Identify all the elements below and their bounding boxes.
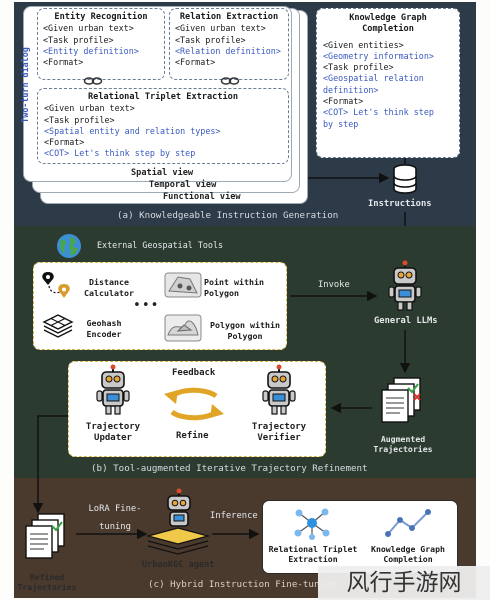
task-kg-completion-text: Knowledge Graph Completion — [371, 544, 445, 564]
feedback-label: Feedback — [172, 368, 216, 378]
refined-trajectories-text: Refined Trajectories — [17, 572, 77, 592]
trajectory-updater-text: Trajectory Updater — [85, 422, 141, 443]
kgc-line-8: by step — [323, 118, 359, 129]
lora-finetuning-label: LoRA Fine-tuning — [84, 500, 146, 536]
er-line-4: <Format> — [43, 57, 84, 68]
globe-icon — [57, 234, 81, 258]
relation-extraction-card: Relation Extraction <Given urban text> <… — [169, 8, 289, 80]
documents-stack-icon — [381, 377, 421, 423]
re-line-4: <Format> — [175, 57, 216, 68]
relation-extraction-title: Relation Extraction — [179, 12, 279, 22]
documents-stack-icon — [25, 513, 65, 559]
kgc-line-5: definition> — [323, 84, 379, 95]
kgc-line-4: <Geospatial relation — [323, 73, 424, 84]
graph-network-icon — [294, 508, 330, 540]
polygon-within-polygon-label: Polygon within Polygon — [210, 320, 280, 341]
entity-recognition-title: Entity Recognition — [54, 12, 148, 22]
triplet-extraction-card: Relational Triplet Extraction <Given urb… — [37, 88, 289, 164]
geospatial-tools-box — [33, 262, 287, 350]
urbankgc-agent-label: UrbanKGC agent — [142, 560, 215, 570]
robot-icon — [262, 364, 296, 415]
er-line-2: <Task profile> — [43, 34, 114, 45]
link-chain-icon — [83, 77, 103, 85]
general-llms-label: General LLMs — [374, 316, 438, 326]
functional-view-label: Functional view — [163, 192, 241, 202]
instructions-label: Instructions — [368, 199, 432, 209]
kgc-line-7: <COT> Let's think step — [323, 107, 434, 118]
rte-line-2: <Task profile> — [44, 114, 115, 125]
rte-line-4: <Format> — [44, 137, 85, 148]
kgc-line-6: <Format> — [323, 96, 364, 107]
polygon-in-polygon-icon — [164, 314, 202, 342]
link-chain-icon — [220, 77, 240, 85]
model-layers-icon — [145, 527, 211, 555]
task-kg-completion-label: Knowledge Graph Completion — [362, 544, 454, 564]
task-triplet-extraction-label: Relational Triplet Extraction — [266, 544, 360, 564]
geohash-grid-icon — [42, 314, 74, 338]
geohash-encoder-label: Geohash Encoder — [86, 318, 122, 339]
augmented-trajectories-text: Augmented Trajectories — [373, 434, 433, 454]
task-triplet-extraction-text: Relational Triplet Extraction — [268, 544, 358, 564]
robot-icon — [96, 364, 130, 415]
refined-trajectories-label: Refined Trajectories — [16, 572, 78, 592]
point-in-polygon-icon — [164, 272, 202, 298]
temporal-view-label: Temporal view — [149, 180, 217, 190]
trajectory-updater-label: Trajectory Updater — [80, 422, 146, 444]
panel-b-caption: (b) Tool-augmented Iterative Trajectory … — [91, 463, 368, 474]
distance-calculator-label: Distance Calculator — [84, 277, 134, 298]
kgc-line-1: <Given entities> — [323, 39, 404, 50]
lora-finetuning-text: LoRA Fine-tuning — [88, 504, 142, 532]
re-line-3: <Relation definition> — [175, 45, 281, 56]
er-line-1: <Given urban text> — [43, 23, 134, 34]
database-icon — [393, 164, 417, 194]
more-tools-ellipsis: ••• — [133, 298, 160, 313]
geo-tools-label: External Geospatial Tools — [97, 240, 224, 250]
trajectory-verifier-label: Trajectory Verifier — [246, 422, 312, 444]
spatial-view-label: Spatial view — [131, 168, 194, 178]
point-within-polygon-label: Point within Polygon — [204, 277, 264, 298]
inference-label: Inference — [210, 511, 258, 521]
panel-c-caption: (c) Hybrid Instruction Fine-tuning — [148, 579, 337, 590]
panel-a-caption: (a) Knowledgeable Instruction Generation — [117, 210, 339, 221]
line-trend-icon — [385, 509, 431, 537]
distance-icon — [42, 272, 70, 298]
robot-icon — [388, 260, 422, 311]
re-line-1: <Given urban text> — [175, 23, 266, 34]
rte-line-5: <COT> Let's think step by step — [44, 148, 196, 159]
entity-recognition-card: Entity Recognition <Given urban text> <T… — [37, 8, 165, 80]
kgc-line-3: <Task profile> — [323, 62, 394, 73]
er-line-3: <Entity definition> — [43, 45, 139, 56]
kg-completion-card: Knowledge Graph Completion <Given entiti… — [316, 8, 460, 158]
kg-completion-title: Knowledge Graph Completion — [349, 13, 427, 35]
re-line-2: <Task profile> — [175, 34, 246, 45]
invoke-label: Invoke — [318, 280, 350, 290]
triplet-extraction-title: Relational Triplet Extraction — [87, 92, 239, 102]
rte-line-1: <Given urban text> — [44, 103, 135, 114]
watermark: 风行手游网 — [318, 566, 490, 600]
trajectory-verifier-text: Trajectory Verifier — [251, 422, 307, 443]
refine-label: Refine — [176, 431, 209, 441]
rte-line-3: <Spatial entity and relation types> — [44, 125, 221, 136]
kgc-line-2: <Geometry information> — [323, 50, 434, 61]
refine-cycle-icon — [164, 387, 224, 421]
augmented-trajectories-label: Augmented Trajectories — [370, 434, 436, 454]
agent-robot-icon — [167, 488, 191, 527]
